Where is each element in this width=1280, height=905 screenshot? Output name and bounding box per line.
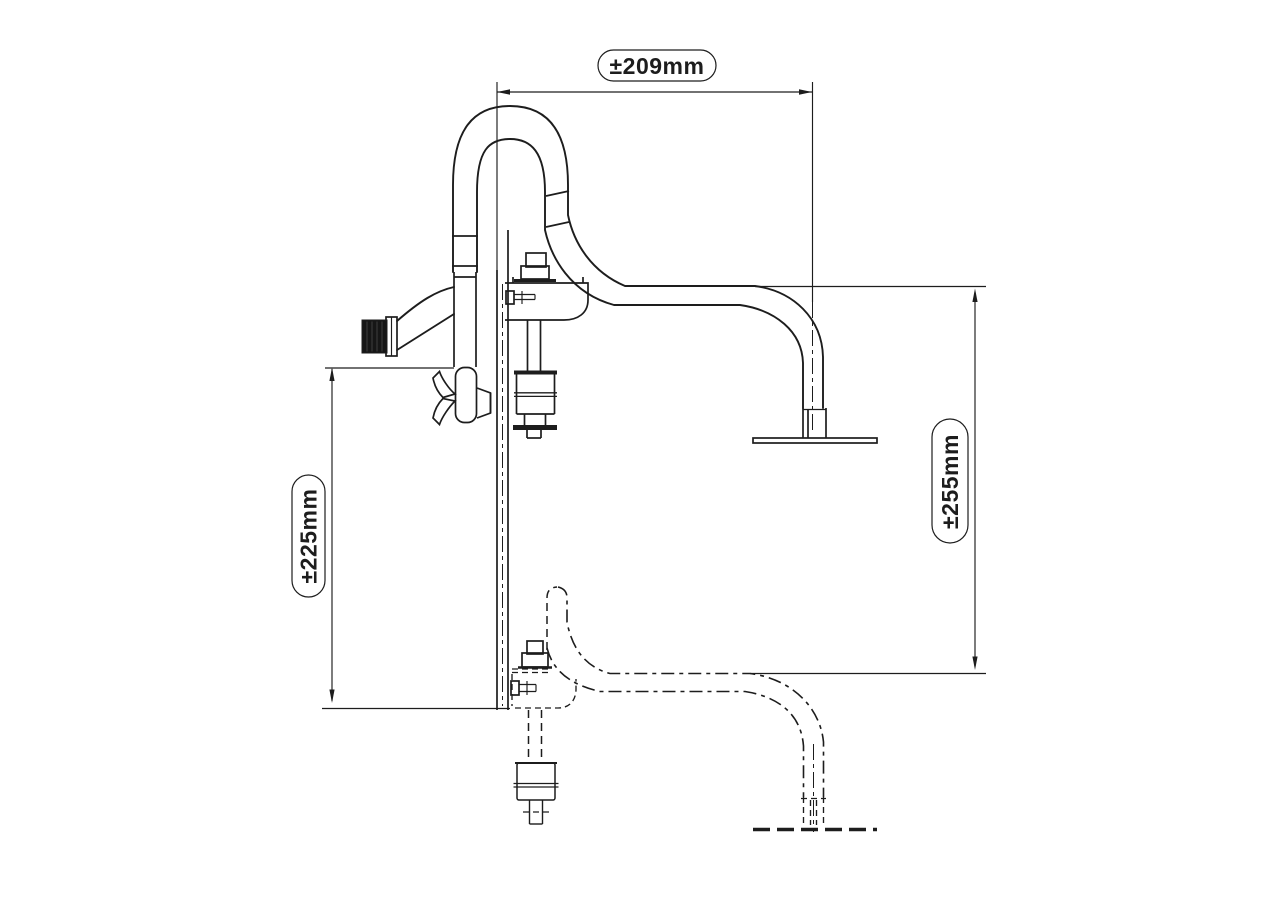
- phantom-bolt-cap: [526, 640, 544, 655]
- faucet-upper-position: [361, 105, 824, 409]
- inlet-elbow-outer: [396, 286, 455, 322]
- dimension-value-209: ±209mm: [610, 53, 705, 79]
- bracket-bar: [454, 366, 478, 424]
- faucet-lower-position-phantom: [510, 586, 825, 825]
- phantom-hex-nut: [521, 652, 549, 668]
- inlet-elbow-inner: [396, 313, 455, 351]
- arrowhead-up-icon: [972, 288, 978, 302]
- mounting-bracket: [432, 366, 492, 427]
- under-deck-cylinder: [516, 762, 556, 801]
- dimension-height-left: ±225mm: [291, 367, 510, 710]
- phantom-spout-tube-left: [546, 586, 558, 650]
- phantom-body-bottom: [515, 679, 577, 709]
- dimension-label-capsule: [291, 474, 326, 598]
- arrowhead-left-icon: [497, 89, 510, 95]
- wing-nut-upper-wing: [432, 369, 457, 399]
- phantom-spout-arm-outer: [557, 586, 825, 797]
- arrowhead-down-icon: [972, 656, 978, 670]
- dimension-label-capsule: [931, 418, 969, 544]
- arrowhead-up-icon: [329, 367, 335, 381]
- dimension-value-255: ±255mm: [937, 434, 963, 529]
- hose-joint-tick: [545, 221, 570, 228]
- dimension-value-225: ±225mm: [296, 489, 322, 584]
- gooseneck-spout-outer: [452, 105, 824, 409]
- arrowhead-right-icon: [799, 89, 812, 95]
- body-block: [505, 282, 589, 321]
- bracket-funnel: [476, 387, 492, 419]
- phantom-spout-arm-inner: [546, 647, 805, 797]
- threaded-inlet-connector: [361, 319, 388, 354]
- bolt-cap: [525, 252, 547, 268]
- gooseneck-spout-inner: [476, 138, 804, 409]
- float-valve-assembly: [513, 320, 557, 439]
- set-screw-head: [505, 290, 515, 305]
- spray-head-upper: [752, 408, 878, 444]
- spray-disc: [752, 437, 878, 444]
- dimension-label-capsule: [597, 49, 717, 82]
- hex-nut: [520, 265, 550, 280]
- mounting-panel: [496, 230, 509, 710]
- dimension-height-right: ±255mm: [750, 285, 986, 675]
- wing-nut-lower-wing: [432, 397, 457, 427]
- dimension-spout-reach: ±209mm: [496, 49, 814, 434]
- phantom-set-screw-head: [510, 680, 520, 696]
- arrowhead-down-icon: [329, 689, 335, 703]
- hose-joint-tick: [545, 190, 570, 197]
- spray-head-lower-phantom: [753, 744, 877, 832]
